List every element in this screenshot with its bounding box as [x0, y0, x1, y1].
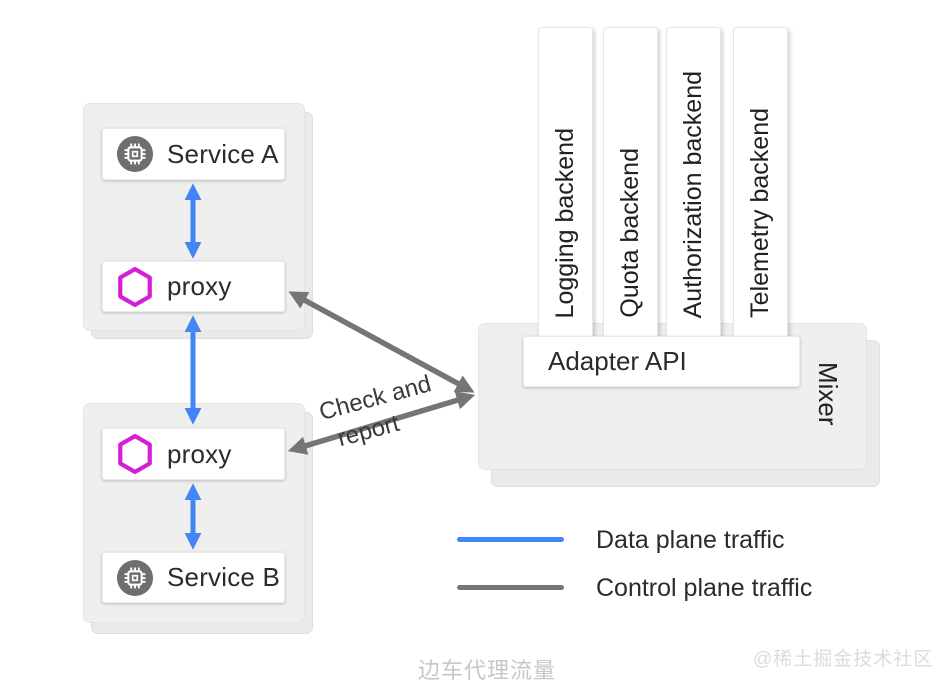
service-b-node: Service B [102, 552, 285, 603]
proxy-b-label: proxy [167, 438, 232, 469]
service-a-label: Service A [167, 138, 279, 169]
backend-bar-telemetry: Telemetry backend [733, 27, 788, 343]
proxy-b-node: proxy [102, 428, 285, 480]
legend-label-control-plane: Control plane traffic [596, 574, 813, 602]
service-b-label: Service B [167, 562, 281, 592]
backend-bar-quota: Quota backend [603, 27, 658, 343]
backend-bar-authorization: Authorization backend [666, 27, 721, 343]
legend-line-data-plane [457, 537, 564, 542]
backend-label: Logging backend [551, 127, 579, 318]
backend-bar-logging: Logging backend [538, 27, 593, 343]
adapter-api-box: Adapter API [523, 336, 800, 387]
proxy-a-label: proxy [167, 271, 232, 301]
proxy-hexagon-icon [118, 434, 152, 474]
backend-label: Authorization backend [679, 70, 707, 318]
service-chip-icon [116, 135, 154, 173]
proxy-a-node: proxy [102, 261, 285, 312]
legend-label-data-plane: Data plane traffic [596, 526, 785, 554]
backend-label: Quota backend [616, 148, 644, 318]
check-and-report-label: Check and report [316, 370, 435, 453]
service-chip-icon [116, 559, 154, 596]
adapter-api-label: Adapter API [548, 346, 687, 376]
backend-label: Telemetry backend [746, 108, 774, 318]
mixer-label: Mixer [813, 362, 843, 426]
watermark: @稀土掘金技术社区 [753, 649, 934, 670]
diagram-caption: 边车代理流量 [418, 658, 557, 683]
legend-line-control-plane [457, 585, 564, 590]
proxy-hexagon-icon [118, 266, 152, 307]
control-plane-arrow-proxya-mixer [288, 291, 475, 393]
service-a-node: Service A [102, 128, 285, 180]
